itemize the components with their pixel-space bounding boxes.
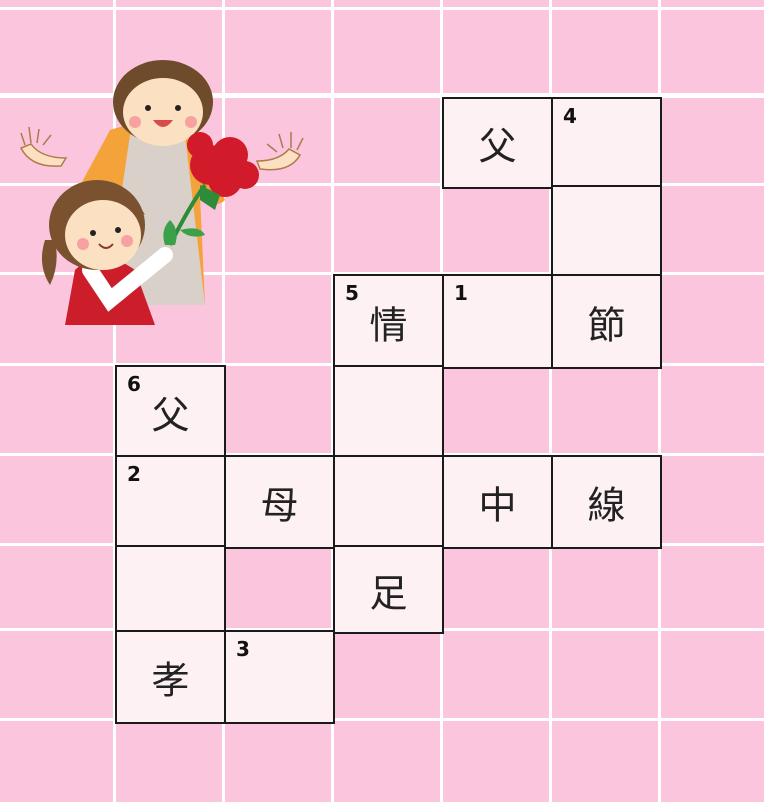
clue-number: 2 bbox=[127, 462, 141, 486]
cell-character: 孝 bbox=[151, 658, 190, 703]
crossword-cell[interactable]: 1 bbox=[442, 274, 553, 369]
crossword-cell[interactable]: 線 bbox=[551, 455, 662, 549]
grid-line bbox=[549, 0, 552, 802]
cell-character: 父 bbox=[478, 124, 517, 169]
grid-line bbox=[0, 183, 764, 186]
cell-character: 足 bbox=[369, 571, 408, 615]
crossword-cell[interactable]: 孝 bbox=[115, 630, 226, 724]
cell-character: 中 bbox=[478, 483, 517, 528]
grid-line bbox=[0, 272, 764, 275]
grid-line bbox=[658, 0, 661, 802]
clue-number: 3 bbox=[236, 637, 250, 661]
crossword-cell[interactable]: 節 bbox=[551, 274, 662, 369]
crossword-cell[interactable] bbox=[333, 365, 444, 459]
crossword-cell[interactable]: 中 bbox=[442, 455, 553, 549]
crossword-cell[interactable] bbox=[333, 455, 444, 549]
clue-number: 5 bbox=[345, 281, 359, 305]
grid-line bbox=[0, 718, 764, 721]
crossword-cell[interactable]: 父 bbox=[442, 97, 553, 189]
grid-line bbox=[113, 0, 116, 802]
grid-line bbox=[0, 7, 764, 10]
cell-character: 母 bbox=[260, 483, 299, 528]
crossword-cell[interactable] bbox=[115, 545, 226, 634]
crossword-cell[interactable] bbox=[551, 185, 662, 278]
mother-daughter-illustration-icon bbox=[19, 60, 304, 325]
crossword-cell[interactable]: 2 bbox=[115, 455, 226, 549]
grid-line bbox=[0, 93, 764, 98]
crossword-cell[interactable]: 母 bbox=[224, 455, 335, 549]
cell-character: 情 bbox=[369, 303, 408, 347]
crossword-cell[interactable]: 3 bbox=[224, 630, 335, 724]
cell-character: 父 bbox=[151, 393, 190, 438]
grid-line bbox=[331, 0, 334, 802]
crossword-cell[interactable]: 足 bbox=[333, 545, 444, 634]
cell-character: 線 bbox=[587, 483, 626, 528]
cell-character: 節 bbox=[587, 303, 626, 347]
clue-number: 1 bbox=[454, 281, 468, 305]
clue-number: 4 bbox=[563, 104, 577, 128]
clue-number: 6 bbox=[127, 372, 141, 396]
crossword-cell[interactable]: 4 bbox=[551, 97, 662, 189]
